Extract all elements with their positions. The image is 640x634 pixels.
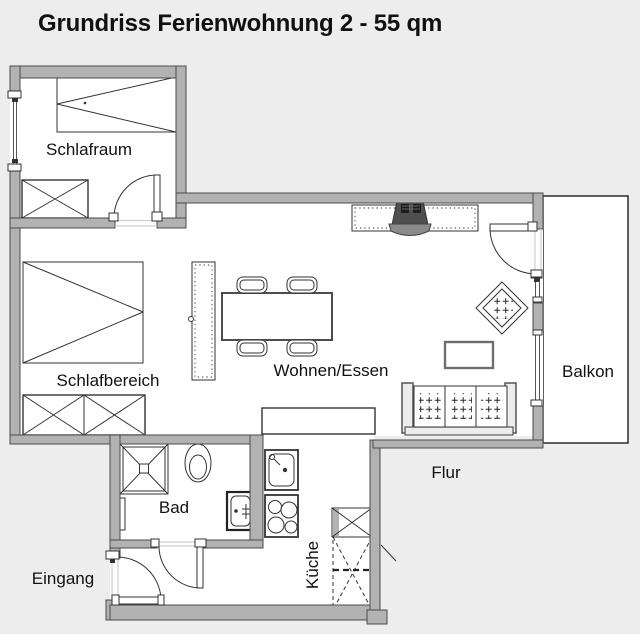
wardrobe-icon bbox=[22, 394, 146, 436]
room-label-balkon: Balkon bbox=[562, 362, 614, 381]
wardrobe-icon bbox=[21, 179, 89, 219]
room-label-schlafbereich: Schlafbereich bbox=[56, 371, 160, 390]
window bbox=[7, 90, 22, 172]
room-label-eingang: Eingang bbox=[31, 569, 95, 588]
shelf-knob bbox=[188, 316, 194, 322]
chair-icon bbox=[236, 276, 318, 357]
kitchen-counter bbox=[261, 407, 376, 435]
door-swing-schlafraum bbox=[108, 174, 163, 227]
armchair-icon bbox=[475, 281, 529, 335]
stove-icon bbox=[264, 494, 299, 538]
shower-icon bbox=[119, 443, 169, 495]
door-swing-balkon bbox=[489, 221, 543, 281]
bed-icon bbox=[56, 76, 177, 133]
sofa-icon bbox=[401, 382, 517, 436]
coffee-table bbox=[443, 340, 495, 370]
double-bed-icon bbox=[22, 261, 144, 364]
shelf-icon bbox=[188, 261, 216, 381]
door-swing-eingang bbox=[105, 550, 165, 606]
cabinet-icon bbox=[331, 507, 397, 611]
room-label-kueche: Küche bbox=[303, 540, 322, 590]
balcony-outline bbox=[542, 195, 629, 444]
room-label-bad: Bad bbox=[158, 498, 190, 517]
door-swing-bad bbox=[150, 538, 207, 589]
sink-icon bbox=[264, 449, 299, 491]
toilet-icon bbox=[184, 443, 212, 483]
room-label-schlafraum: Schlafraum bbox=[46, 140, 132, 159]
dining-table bbox=[221, 292, 333, 341]
plan-title: Grundriss Ferienwohnung 2 - 55 qm bbox=[38, 10, 443, 37]
room-label-flur: Flur bbox=[431, 463, 461, 482]
walls bbox=[9, 65, 544, 625]
bed-dot bbox=[83, 101, 87, 105]
room-label-wohnen-essen: Wohnen/Essen bbox=[273, 361, 389, 380]
